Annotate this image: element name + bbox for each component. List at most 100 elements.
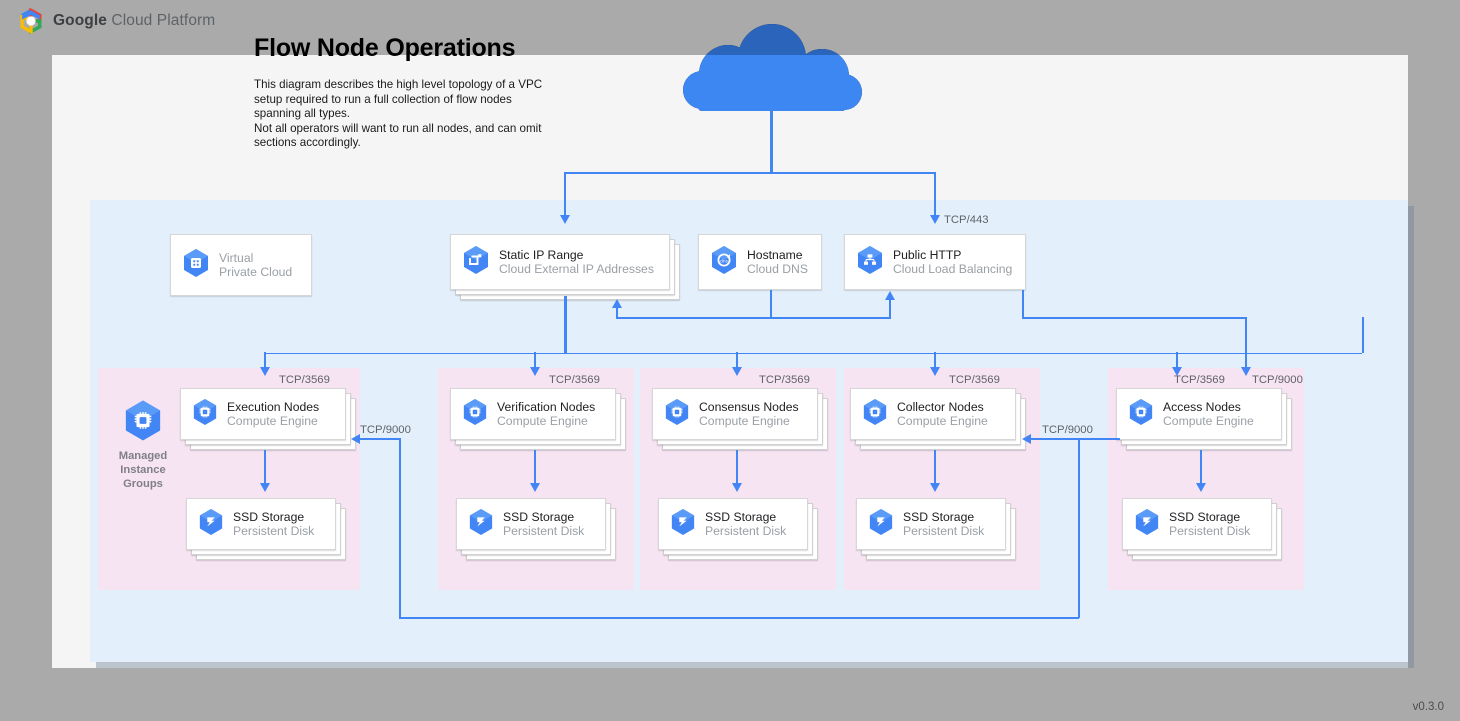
brand-name-rest: Cloud Platform bbox=[107, 12, 216, 29]
port-label-access-collector-tcp9000: TCP/9000 bbox=[1042, 424, 1093, 436]
port-label-execution-tcp9000: TCP/9000 bbox=[360, 424, 411, 436]
card-execution-storage[interactable]: SSD Storage Persistent Disk bbox=[186, 498, 336, 550]
connector-hostname-to-staticip bbox=[616, 307, 618, 318]
card-subtitle: Cloud Load Balancing bbox=[893, 262, 1013, 276]
connector-cloud-to-publichttp bbox=[934, 172, 936, 217]
svg-text:dns: dns bbox=[720, 258, 729, 264]
connector-staticip-to-consensus bbox=[736, 352, 738, 369]
arrow-staticip-to-consensus bbox=[731, 367, 742, 376]
connector-execution-to-storage bbox=[264, 450, 266, 485]
card-subtitle: Cloud External IP Addresses bbox=[499, 262, 654, 276]
port-label-collector-tcp3569: TCP/3569 bbox=[949, 374, 1000, 386]
card-title: Collector Nodes bbox=[897, 399, 984, 414]
arrow-execution-to-storage bbox=[259, 483, 270, 492]
card-title: Access Nodes bbox=[1163, 399, 1241, 414]
description-line-1: This diagram describes the high level to… bbox=[254, 78, 543, 121]
connector-publichttp-down bbox=[1022, 290, 1024, 318]
card-title: Public HTTP bbox=[893, 247, 962, 262]
card-subtitle: Private Cloud bbox=[219, 265, 293, 279]
managed-instance-groups-icon bbox=[123, 399, 163, 447]
card-title: Consensus Nodes bbox=[699, 399, 799, 414]
connector-staticip-fanout-bus bbox=[264, 352, 1362, 355]
cloud-downlink bbox=[770, 108, 773, 173]
card-verification-nodes[interactable]: Verification Nodes Compute Engine bbox=[450, 388, 616, 440]
mig-label-line-1: Managed bbox=[118, 450, 168, 462]
connector-hostname-down bbox=[770, 290, 772, 318]
page-description: This diagram describes the high level to… bbox=[254, 78, 544, 151]
mig-label-line-2: Instance bbox=[120, 464, 166, 476]
arrow-access-to-execution bbox=[351, 433, 360, 444]
card-title: SSD Storage bbox=[1169, 509, 1241, 524]
arrow-staticip-to-access-3569 bbox=[1171, 367, 1182, 376]
external-ip-icon bbox=[462, 245, 490, 280]
connector-staticip-to-execution bbox=[264, 352, 266, 369]
card-subtitle: Cloud DNS bbox=[747, 262, 808, 276]
card-title: Static IP Range bbox=[499, 247, 584, 262]
arrow-access-to-collector bbox=[1022, 433, 1031, 444]
persistent-disk-icon bbox=[868, 508, 894, 541]
card-verification-storage[interactable]: SSD Storage Persistent Disk bbox=[456, 498, 606, 550]
connector-publichttp-to-access bbox=[1245, 317, 1247, 369]
port-label-tcp443: TCP/443 bbox=[944, 214, 989, 226]
connector-consensus-to-storage bbox=[736, 450, 738, 485]
card-subtitle: Compute Engine bbox=[897, 414, 988, 428]
virtual-private-cloud-icon bbox=[182, 248, 210, 283]
card-access-storage[interactable]: SSD Storage Persistent Disk bbox=[1122, 498, 1272, 550]
connector-cloud-bus bbox=[564, 172, 936, 174]
arrow-cloud-to-staticip bbox=[559, 215, 570, 224]
card-title: SSD Storage bbox=[503, 509, 575, 524]
card-static-ip-range[interactable]: Static IP Range Cloud External IP Addres… bbox=[450, 234, 670, 290]
card-collector-storage[interactable]: SSD Storage Persistent Disk bbox=[856, 498, 1006, 550]
card-title: Hostname bbox=[747, 247, 803, 262]
connector-verification-to-storage bbox=[534, 450, 536, 485]
card-virtual-private-cloud[interactable]: Virtual Private Cloud bbox=[170, 234, 312, 296]
card-subtitle: Compute Engine bbox=[1163, 414, 1254, 428]
arrow-access-to-storage bbox=[1195, 483, 1206, 492]
connector-staticip-to-access bbox=[1362, 317, 1364, 353]
port-label-verification-tcp3569: TCP/3569 bbox=[549, 374, 600, 386]
connector-collector-to-storage bbox=[934, 450, 936, 485]
connector-staticip-trunk bbox=[564, 296, 567, 354]
connector-collector-to-publichttp-bus bbox=[616, 317, 891, 319]
port-label-execution-tcp3569: TCP/3569 bbox=[279, 374, 330, 386]
compute-engine-icon bbox=[192, 398, 218, 431]
connector-access-to-collector bbox=[1031, 438, 1120, 440]
google-cloud-platform-logo bbox=[18, 7, 44, 35]
persistent-disk-icon bbox=[198, 508, 224, 541]
compute-engine-icon bbox=[462, 398, 488, 431]
card-subtitle: Compute Engine bbox=[699, 414, 790, 428]
connector-access-to-execution-bottom bbox=[399, 617, 1079, 619]
card-execution-nodes[interactable]: Execution Nodes Compute Engine bbox=[180, 388, 346, 440]
card-subtitle: Compute Engine bbox=[497, 414, 588, 428]
brand-name-bold: Google bbox=[53, 12, 107, 29]
description-line-2: Not all operators will want to run all n… bbox=[254, 121, 542, 150]
arrow-hostname-to-staticip bbox=[611, 299, 622, 308]
card-title: SSD Storage bbox=[705, 509, 777, 524]
arrow-publichttp-to-access bbox=[1240, 367, 1251, 376]
card-public-http[interactable]: Public HTTP Cloud Load Balancing bbox=[844, 234, 1026, 290]
connector-staticip-to-verification bbox=[534, 352, 536, 369]
card-title: Execution Nodes bbox=[227, 399, 320, 414]
compute-engine-icon bbox=[1128, 398, 1154, 431]
card-subtitle: Persistent Disk bbox=[705, 524, 787, 538]
card-consensus-storage[interactable]: SSD Storage Persistent Disk bbox=[658, 498, 808, 550]
arrow-collector-to-storage bbox=[929, 483, 940, 492]
card-title: Virtual bbox=[219, 250, 254, 265]
connector-access-to-storage bbox=[1200, 450, 1202, 485]
card-consensus-nodes[interactable]: Consensus Nodes Compute Engine bbox=[652, 388, 818, 440]
arrow-cloud-to-publichttp bbox=[929, 215, 940, 224]
connector-collector-to-publichttp-riser bbox=[889, 299, 891, 318]
card-title: SSD Storage bbox=[233, 509, 305, 524]
persistent-disk-icon bbox=[670, 508, 696, 541]
card-subtitle: Persistent Disk bbox=[503, 524, 585, 538]
connector-staticip-to-access-drop bbox=[1176, 352, 1178, 369]
arrow-staticip-to-execution bbox=[259, 367, 270, 376]
connector-access-to-execution-up bbox=[399, 438, 401, 618]
arrow-staticip-to-verification bbox=[529, 367, 540, 376]
connector-access-to-execution-tail bbox=[360, 438, 400, 440]
card-collector-nodes[interactable]: Collector Nodes Compute Engine bbox=[850, 388, 1016, 440]
card-access-nodes[interactable]: Access Nodes Compute Engine bbox=[1116, 388, 1282, 440]
card-hostname[interactable]: dns Hostname Cloud DNS bbox=[698, 234, 822, 290]
page-title: Flow Node Operations bbox=[254, 34, 516, 62]
port-label-consensus-tcp3569: TCP/3569 bbox=[759, 374, 810, 386]
